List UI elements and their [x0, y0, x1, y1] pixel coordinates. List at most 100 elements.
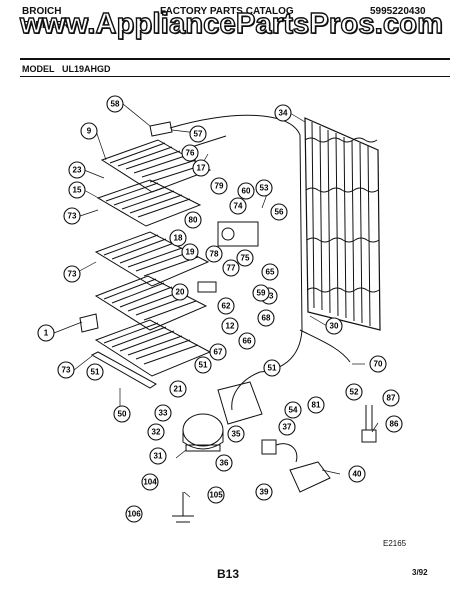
callout: 80: [184, 211, 202, 229]
svg-text:59: 59: [257, 289, 266, 298]
svg-text:37: 37: [283, 423, 292, 432]
svg-text:106: 106: [127, 510, 141, 519]
svg-text:60: 60: [242, 187, 251, 196]
svg-text:34: 34: [279, 109, 288, 118]
svg-text:51: 51: [91, 368, 100, 377]
callout: 68: [257, 309, 275, 327]
svg-text:39: 39: [260, 488, 269, 497]
svg-text:18: 18: [174, 234, 183, 243]
control-box: [217, 221, 259, 247]
callout: 86: [385, 415, 403, 433]
svg-text:32: 32: [152, 428, 161, 437]
svg-text:56: 56: [275, 208, 284, 217]
svg-text:1: 1: [44, 329, 49, 338]
svg-text:73: 73: [68, 270, 77, 279]
part-callouts: 58 57 34 9 76 17 79 60 53 23 74 80 56 15…: [37, 95, 403, 523]
svg-text:20: 20: [176, 288, 185, 297]
svg-text:19: 19: [186, 248, 195, 257]
condenser-coil: [304, 117, 381, 331]
svg-text:68: 68: [262, 314, 271, 323]
callout: 39: [255, 483, 273, 501]
catalog-number: 5995220430: [370, 6, 426, 17]
header-rule-top: [20, 58, 450, 60]
callout: 18: [169, 229, 187, 247]
svg-text:86: 86: [390, 420, 399, 429]
svg-text:67: 67: [214, 348, 223, 357]
callout: 76: [181, 144, 199, 162]
svg-text:33: 33: [159, 409, 168, 418]
watermark: www.AppliancePartsPros.com: [19, 7, 444, 40]
svg-text:52: 52: [350, 388, 359, 397]
callout: 15: [68, 181, 86, 199]
svg-text:66: 66: [243, 337, 252, 346]
callout: 17: [192, 159, 210, 177]
svg-text:12: 12: [226, 322, 235, 331]
brand-line-2: FREEZER: [22, 20, 69, 31]
svg-text:35: 35: [232, 430, 241, 439]
svg-text:40: 40: [353, 470, 362, 479]
svg-text:54: 54: [289, 406, 298, 415]
catalog-title: FACTORY PARTS CATALOG: [160, 6, 294, 17]
svg-text:17: 17: [197, 164, 206, 173]
header-rule-bottom: [20, 76, 450, 77]
callout: 36: [215, 454, 233, 472]
svg-text:57: 57: [194, 130, 203, 139]
callout: 73: [63, 207, 81, 225]
callout: 70: [369, 355, 387, 373]
svg-text:50: 50: [118, 410, 127, 419]
callout: 52: [345, 383, 363, 401]
callout: 40: [348, 465, 366, 483]
svg-text:87: 87: [387, 394, 396, 403]
callout: 33: [154, 404, 172, 422]
svg-text:51: 51: [268, 364, 277, 373]
svg-text:9: 9: [87, 127, 92, 136]
callout: 62: [217, 297, 235, 315]
callout: 20: [171, 283, 189, 301]
svg-text:51: 51: [199, 361, 208, 370]
callout: 77: [222, 259, 240, 277]
callout: 106: [125, 505, 143, 523]
callout: 50: [113, 405, 131, 423]
callout: 74: [229, 197, 247, 215]
callout: 23: [68, 161, 86, 179]
callout: 104: [141, 473, 159, 491]
callout: 78: [205, 245, 223, 263]
svg-text:74: 74: [234, 202, 243, 211]
callout: 54: [284, 401, 302, 419]
svg-text:21: 21: [174, 385, 183, 394]
drain-pan: [289, 461, 331, 493]
svg-text:79: 79: [215, 182, 224, 191]
model-value: UL19AHGD: [62, 64, 111, 74]
callout: 19: [181, 243, 199, 261]
svg-text:65: 65: [266, 268, 275, 277]
svg-text:80: 80: [189, 216, 198, 225]
svg-text:81: 81: [312, 401, 321, 410]
callout: 73: [57, 361, 75, 379]
callout: 51: [86, 363, 104, 381]
svg-text:36: 36: [220, 459, 229, 468]
callout: 56: [270, 203, 288, 221]
compressor: [182, 413, 224, 452]
callout: 31: [149, 447, 167, 465]
svg-text:77: 77: [227, 264, 236, 273]
svg-text:63: 63: [265, 292, 274, 301]
callout: 87: [382, 389, 400, 407]
svg-text:75: 75: [241, 254, 250, 263]
svg-text:15: 15: [73, 186, 82, 195]
page-number: B13: [217, 567, 240, 581]
callout: 75: [236, 249, 254, 267]
callout: 60: [237, 182, 255, 200]
svg-text:105: 105: [209, 491, 223, 500]
callout: 51: [194, 356, 212, 374]
callout: 30: [325, 317, 343, 335]
callout: 79: [210, 177, 228, 195]
callout: 105: [207, 486, 225, 504]
svg-text:53: 53: [260, 184, 269, 193]
svg-text:76: 76: [186, 149, 195, 158]
callout: 21: [169, 380, 187, 398]
svg-text:30: 30: [330, 322, 339, 331]
callout: 12: [221, 317, 239, 335]
callout: 59: [252, 284, 270, 302]
callout: 53: [255, 179, 273, 197]
